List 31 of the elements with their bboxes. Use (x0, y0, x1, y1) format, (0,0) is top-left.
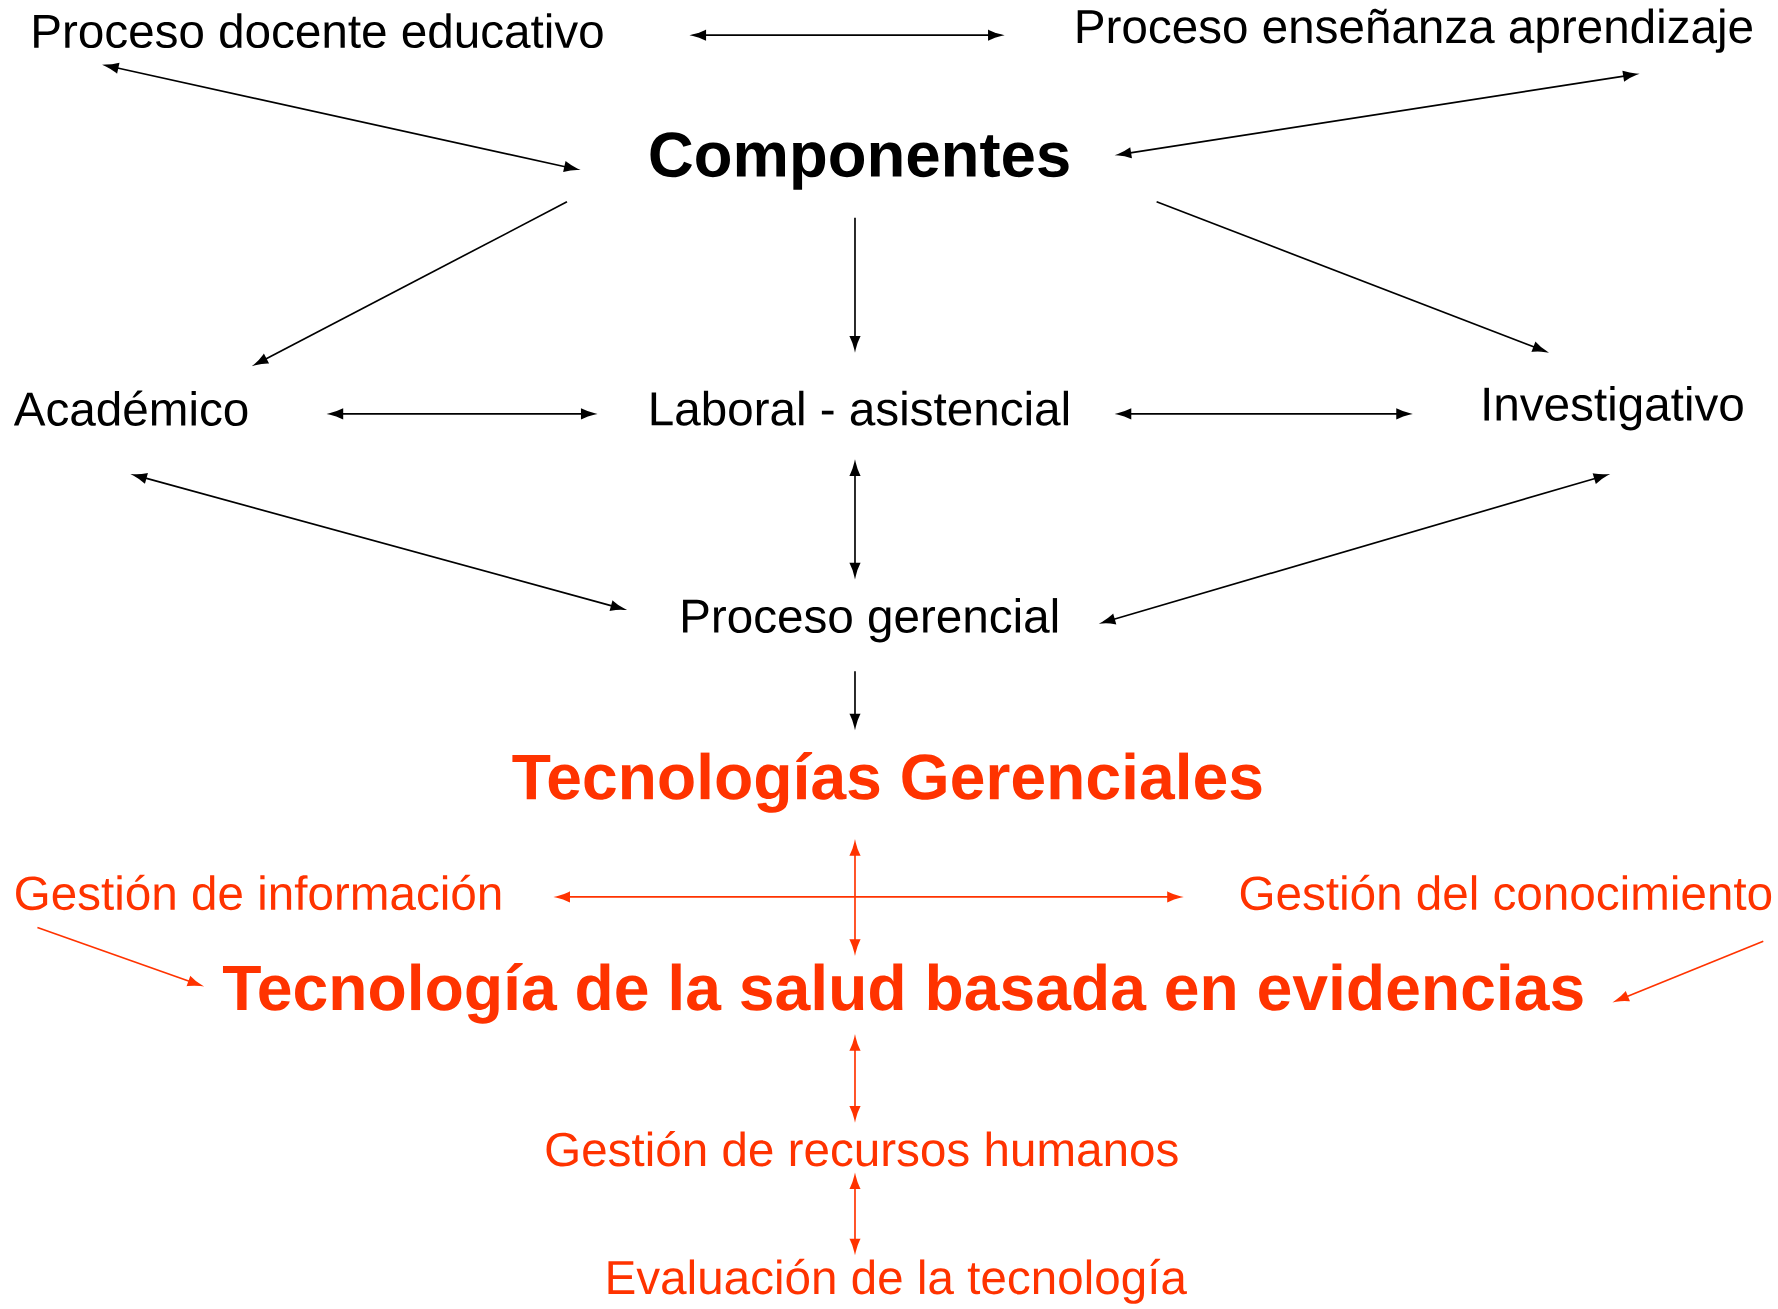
node-label: Gestión de información (16, 874, 501, 911)
arrow (254, 201, 568, 366)
arrow (849, 1037, 861, 1120)
arrow (329, 409, 595, 420)
node-label: Gestión de recursos humanos (546, 1131, 1178, 1167)
arrow (104, 63, 578, 172)
arrow (1615, 940, 1765, 1003)
arrow (1117, 409, 1410, 420)
node-label: Evaluación de la tecnología (608, 1259, 1187, 1305)
node-label: Gestión del conocimiento (1240, 874, 1772, 911)
arrow (849, 217, 861, 350)
node-label: Académico (13, 390, 248, 427)
arrow (849, 842, 861, 954)
heading: Tecnologías Gerenciales (512, 752, 1262, 813)
arrow (849, 1175, 861, 1253)
arrow (849, 670, 861, 728)
node-label: Proceso gerencial (683, 598, 1058, 643)
arrow (133, 473, 625, 612)
heading: Componentes (650, 132, 1069, 190)
arrow (849, 462, 861, 577)
arrow (36, 926, 202, 987)
arrow (692, 30, 1002, 41)
node-label: Investigativo (1484, 386, 1743, 431)
arrow (556, 892, 1181, 903)
arrow (1155, 201, 1547, 353)
arrow (1101, 473, 1608, 625)
arrow (1117, 71, 1637, 159)
node-label: Laboral - asistencial (651, 390, 1068, 426)
heading: Tecnología de la salud basada en evidencias (223, 963, 1583, 1024)
node-label: Proceso docente educativo (34, 13, 603, 49)
node-label: Proceso enseñanza aprendizaje (1077, 8, 1752, 54)
